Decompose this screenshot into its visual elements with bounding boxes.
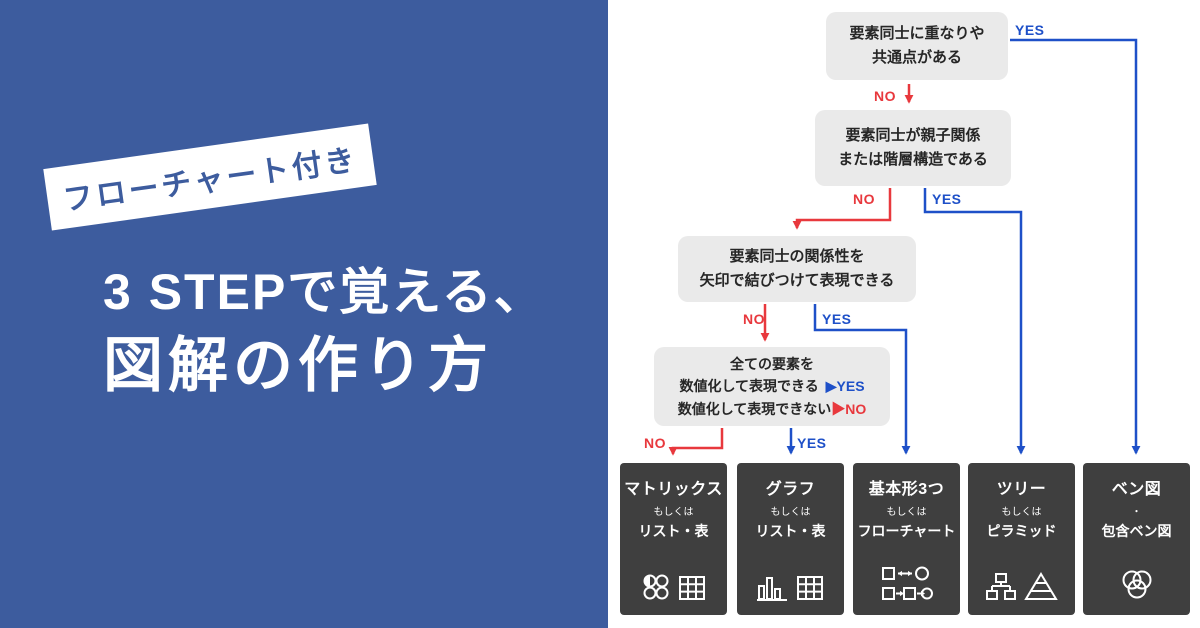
result-title: マトリックス — [624, 481, 723, 498]
result-title: ベン図 — [1111, 481, 1162, 498]
result-alt-title: ピラミッド — [986, 523, 1057, 539]
page-title: 3 STEPで覚える、 図解の作り方 — [103, 262, 546, 402]
yes-label-q4: YES — [797, 435, 827, 451]
bar-chart-icon — [757, 577, 787, 601]
result-alt-title: リスト・表 — [755, 523, 826, 539]
no-label-q1: NO — [874, 88, 896, 104]
result-icons — [1083, 568, 1190, 602]
yes-label-q2: YES — [932, 191, 962, 207]
result-icons — [853, 566, 960, 602]
pyramid-icon — [1024, 572, 1058, 600]
no-label-q4: NO — [644, 435, 666, 451]
result-conjunction: もしくは — [1001, 507, 1042, 518]
result-alt-title: リスト・表 — [638, 523, 709, 539]
arrow-yes-q1-to-venn — [1010, 38, 1141, 455]
arrow-yes-q2-to-tree — [923, 188, 1026, 455]
result-title: 基本形3つ — [868, 481, 945, 498]
flowchart-icon — [881, 566, 933, 600]
question-text: 全ての要素を 数値化して表現できる▶YES 数値化して表現できない▶NO — [678, 353, 867, 420]
result-title: ツリー — [996, 481, 1047, 498]
yes-label-q3: YES — [822, 311, 852, 327]
result-icons — [968, 572, 1075, 602]
ribbon-label: フローチャート付き — [61, 143, 360, 218]
result-icons — [620, 572, 727, 602]
result-tree-pyramid: ツリー もしくは ピラミッド — [968, 463, 1075, 615]
question-line-2: 数値化して表現できる▶YES — [679, 378, 865, 395]
tree-icon — [986, 573, 1016, 600]
question-line-3: 数値化して表現できない▶NO — [677, 400, 867, 417]
title-line-1: 3 STEPで覚える、 — [103, 264, 546, 320]
left-panel: フローチャート付き 3 STEPで覚える、 図解の作り方 — [0, 0, 608, 628]
question-relation: 要素同士の関係性を 矢印で結びつけて表現できる — [678, 236, 916, 302]
arrow-no-q2-to-q3 — [792, 188, 892, 230]
venn-diagram-icon — [1122, 570, 1151, 599]
result-conjunction: もしくは — [653, 507, 694, 518]
result-conjunction: もしくは — [886, 507, 927, 518]
table-icon — [797, 576, 823, 600]
arrow-no-q4-to-matrix — [668, 428, 724, 456]
result-venn: ベン図 ・ 包含ベン図 — [1083, 463, 1190, 615]
question-hierarchy: 要素同士が親子関係 または階層構造である — [815, 110, 1011, 186]
question-text: 要素同士に重なりや 共通点がある — [849, 25, 985, 66]
result-alt-title: 包含ベン図 — [1101, 523, 1172, 539]
no-label-q3: NO — [743, 311, 765, 327]
inline-no-tag: ▶NO — [831, 400, 867, 417]
yes-label-q1: YES — [1015, 22, 1045, 38]
title-line-2: 図解の作り方 — [103, 332, 493, 399]
result-conjunction: ・ — [1131, 507, 1142, 518]
question-line-1: 全ての要素を — [730, 355, 814, 372]
result-graph-list: グラフ もしくは リスト・表 — [737, 463, 844, 615]
result-matrix-list: マトリックス もしくは リスト・表 — [620, 463, 727, 615]
result-icons — [737, 574, 844, 602]
table-icon — [679, 576, 705, 600]
no-label-q2: NO — [853, 191, 875, 207]
result-conjunction: もしくは — [770, 507, 811, 518]
question-overlap: 要素同士に重なりや 共通点がある — [826, 12, 1008, 80]
result-title: グラフ — [765, 481, 816, 498]
question-text: 要素同士の関係性を 矢印で結びつけて表現できる — [699, 248, 895, 289]
ribbon-badge: フローチャート付き — [43, 123, 377, 231]
result-basic-flowchart: 基本形3つ もしくは フローチャート — [853, 463, 960, 615]
matrix-icon — [643, 574, 669, 600]
question-text: 要素同士が親子関係 または階層構造である — [838, 127, 988, 168]
result-alt-title: フローチャート — [857, 523, 956, 539]
inline-yes-tag: ▶YES — [825, 378, 865, 395]
question-quantify: 全ての要素を 数値化して表現できる▶YES 数値化して表現できない▶NO — [654, 347, 890, 426]
